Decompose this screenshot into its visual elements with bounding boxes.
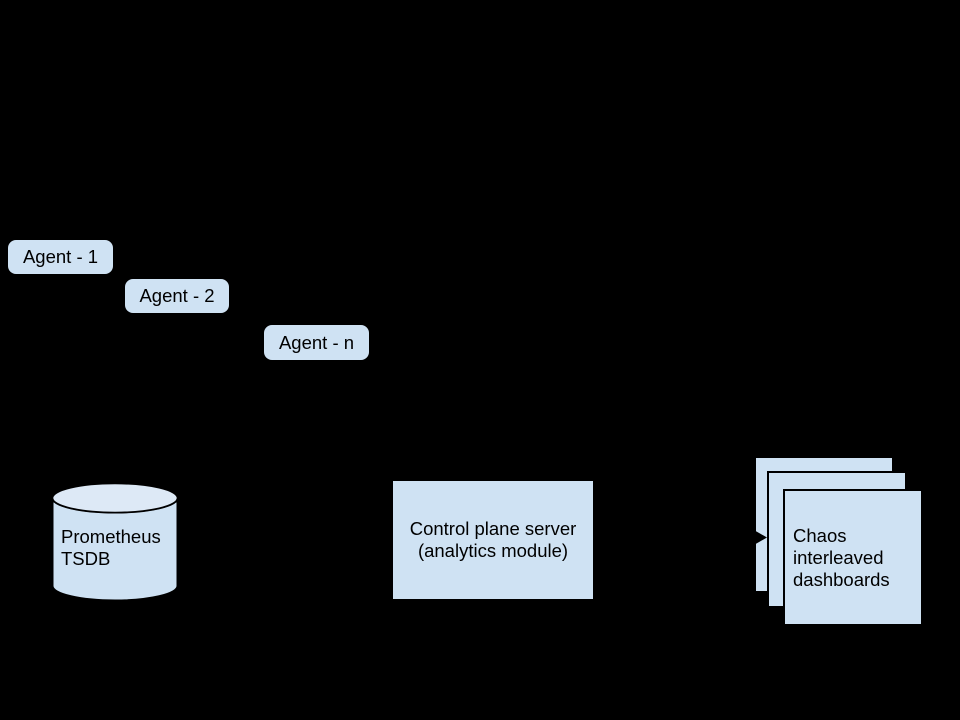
agent-1-node: Agent - 1 — [8, 240, 113, 274]
agent-n-node: Agent - n — [264, 325, 369, 360]
label-line: Prometheus — [61, 526, 161, 547]
prometheus-tsdb-cylinder: Prometheus TSDB — [51, 482, 179, 602]
label-line: interleaved — [793, 546, 884, 568]
agent-1-label: Agent - 1 — [22, 246, 99, 267]
control-plane-server-label: Control plane server (analytics module) — [410, 518, 577, 562]
dashboard-card-front: Chaos interleaved dashboards — [783, 489, 923, 626]
agent-n-label: Agent - n — [278, 331, 355, 353]
label-line: (analytics module) — [417, 540, 569, 561]
label-line: Chaos — [793, 524, 847, 546]
label-line: dashboards — [793, 568, 890, 590]
dashboards-label: Chaos interleaved dashboards — [785, 525, 890, 591]
cylinder-shape-icon — [51, 482, 179, 602]
server-to-dashboards-connector — [593, 529, 767, 546]
agent-2-label: Agent - 2 — [139, 285, 215, 306]
control-plane-server-node: Control plane server (analytics module) — [393, 481, 593, 599]
label-line: TSDB — [61, 548, 111, 569]
label-line: Control plane server — [409, 518, 577, 539]
agent-2-node: Agent - 2 — [125, 279, 229, 313]
prometheus-tsdb-label: Prometheus TSDB — [61, 526, 161, 570]
arrowhead-icon — [753, 529, 767, 546]
